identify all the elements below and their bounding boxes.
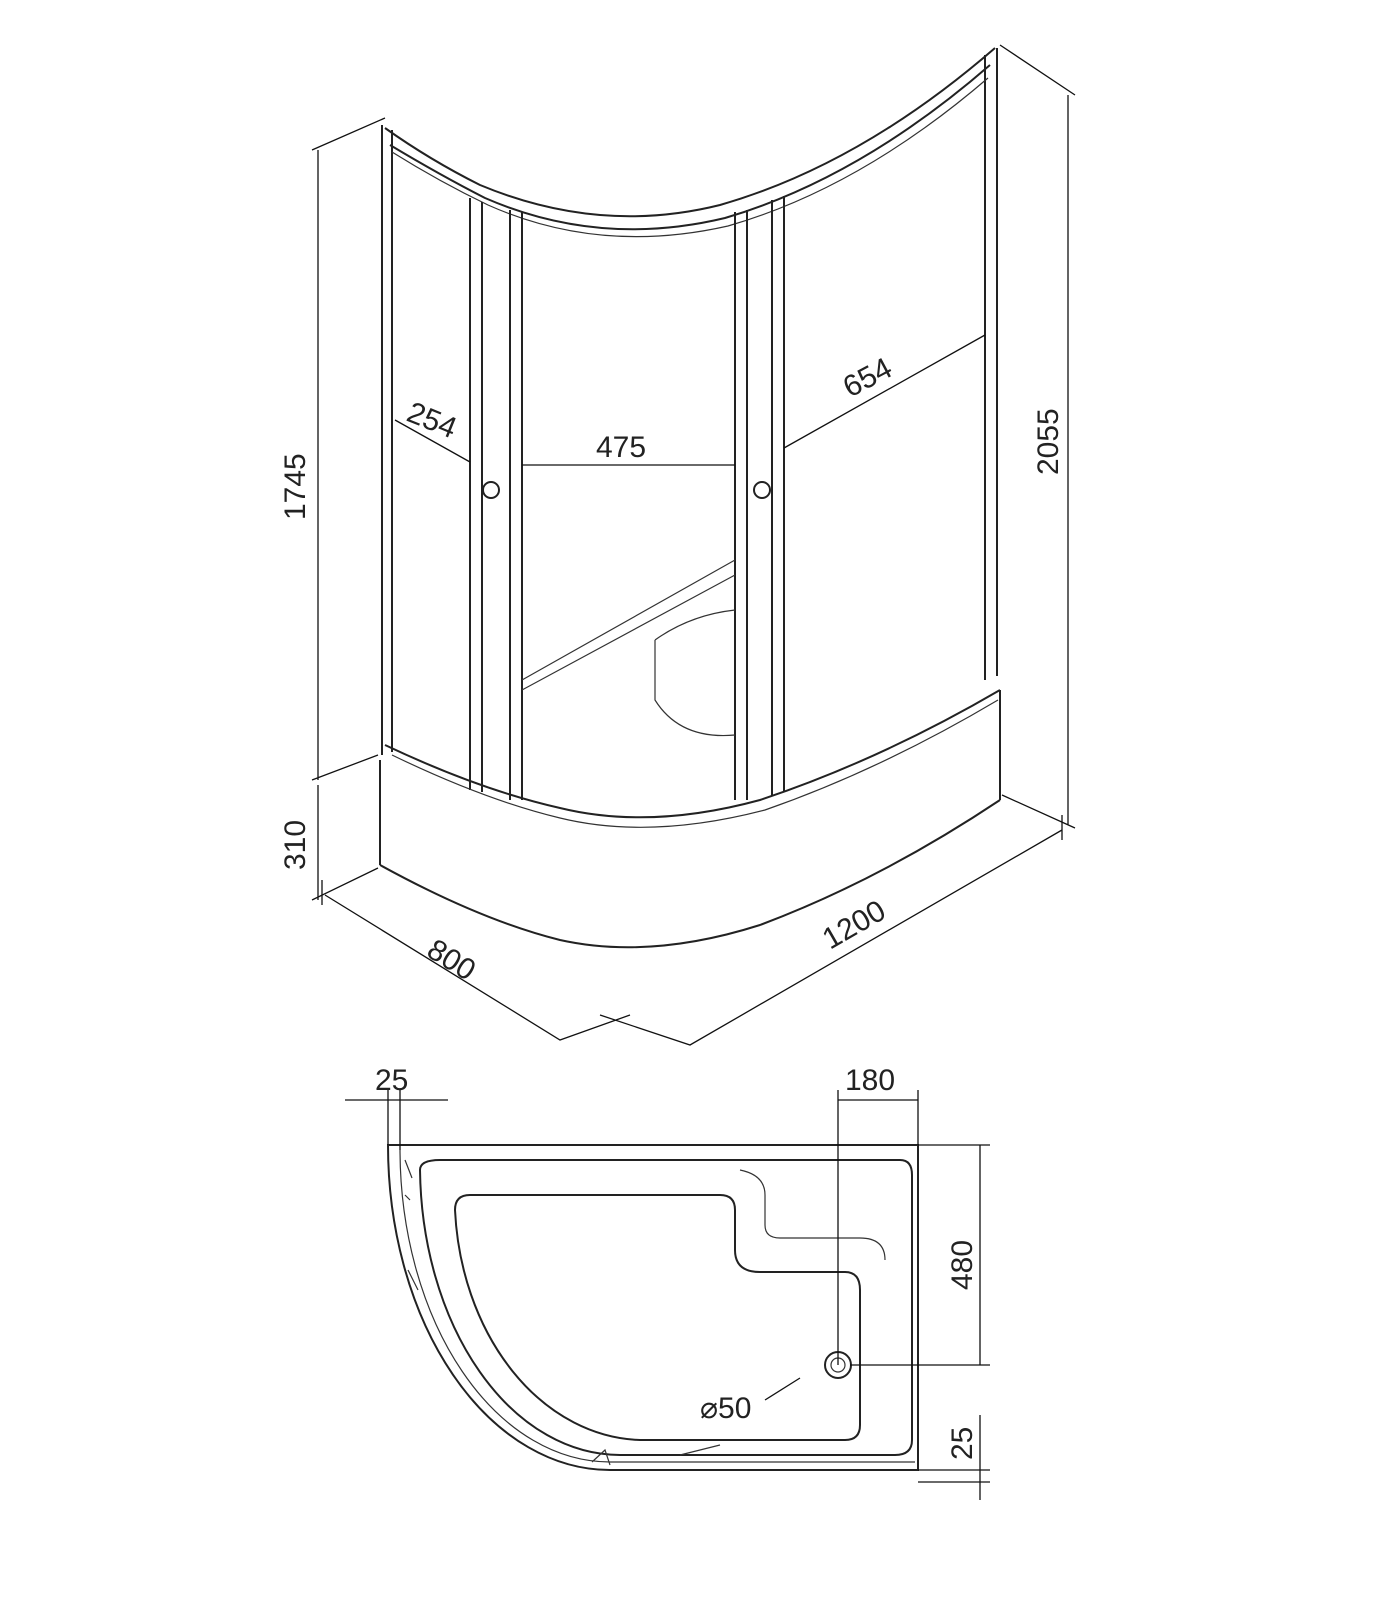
door-hardware [404,1159,721,1466]
label-310: 310 [279,820,312,870]
label-2055: 2055 [1032,408,1065,475]
left-post [381,125,393,755]
label-1745: 1745 [279,453,312,520]
top-frame-arc-inner [389,64,991,231]
tray-outline [386,1144,919,1471]
dim-254-line [394,419,471,463]
tray-top-edge [384,689,1001,819]
dim-180-line [837,1090,919,1365]
label-25-top: 25 [375,1064,408,1097]
right-door-rail [734,196,785,800]
label-480: 480 [946,1240,979,1290]
label-25-bottom: 25 [946,1427,979,1460]
dim-25-bottom-line [918,1415,990,1500]
dim-2055-line [999,44,1076,829]
upper-dimensions: 254 475 654 1745 310 2055 800 1200 [279,44,1076,1046]
tray-plan-view [386,1144,919,1471]
label-654: 654 [838,352,898,405]
dim-50-leader [764,1377,801,1401]
label-drain-diameter: ⌀50 [700,1392,751,1425]
seat-step [739,1169,886,1261]
frame-outline [399,1150,915,1463]
dim-654-line [783,334,986,449]
dim-310-line [311,785,379,901]
cabin-isometric-view [379,47,1001,949]
top-frame-arc-inner2 [391,77,989,238]
dim-1200-line [599,815,1063,1046]
dim-25-top-line [345,1090,448,1150]
seat-outline [521,559,736,737]
dim-1745-line [311,117,386,781]
left-door-handle [482,481,500,499]
top-frame-arc [384,47,996,218]
label-800: 800 [421,933,481,988]
tray-rim [418,1159,913,1456]
label-475: 475 [596,431,646,464]
label-180: 180 [845,1064,895,1097]
tray-sides [379,690,1001,865]
label-1200: 1200 [817,894,891,956]
tray-top-edge-inner [391,699,999,828]
right-post [984,48,998,680]
label-254: 254 [402,396,461,445]
tray-bottom-edge [379,799,1001,949]
lower-dimensions: 25 180 480 25 ⌀50 [345,1064,990,1500]
tray-basin [453,1194,861,1441]
left-door-rail [469,198,523,800]
dim-480-line [850,1144,990,1366]
dim-800-line [321,880,631,1041]
right-door-handle [753,481,771,499]
